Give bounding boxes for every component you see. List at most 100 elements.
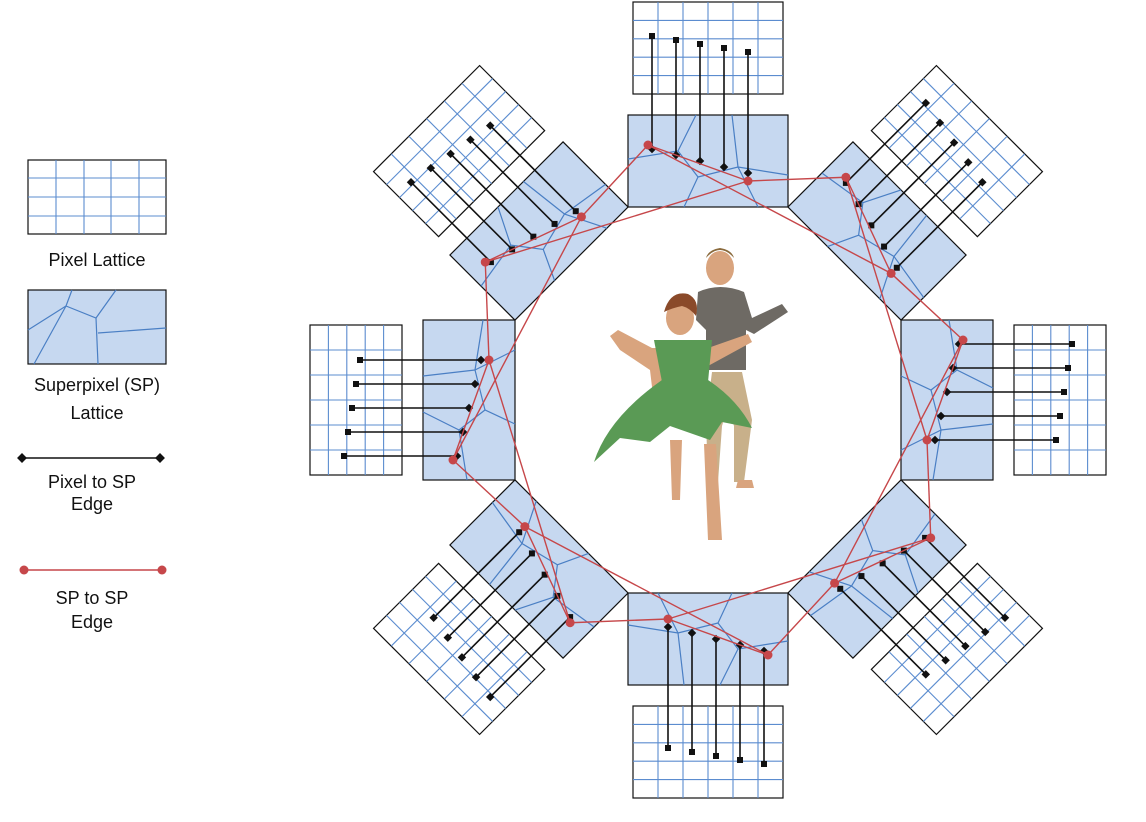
sp-to-sp-edge	[580, 144, 649, 218]
pixel-to-sp-edge	[469, 139, 556, 225]
lattice-col-line	[888, 651, 955, 718]
pixel-node	[1069, 341, 1075, 347]
pixel-to-sp-edge	[882, 562, 966, 647]
lattice-col-line	[923, 118, 990, 185]
sp-to-sp-edge	[767, 582, 836, 656]
sp-to-sp-edge	[833, 339, 964, 584]
sp-node	[922, 534, 929, 541]
sp-to-sp-edge	[452, 216, 583, 461]
sp-node	[487, 259, 494, 266]
superpixel-boundary	[474, 349, 516, 371]
pixel-to-sp-edge	[924, 537, 1006, 619]
pixel-to-sp-edge	[450, 153, 534, 238]
sp-to-sp-edge	[926, 439, 932, 538]
superpixel-panel	[627, 592, 789, 686]
superpixel-boundary	[879, 256, 895, 300]
pixel-node	[737, 757, 743, 763]
pixel-node	[713, 753, 719, 759]
legend-pixel-to-sp-label-2: Edge	[71, 494, 113, 514]
pixel-to-sp-edge	[870, 142, 955, 226]
legend-sp-to-sp-edge-icon	[19, 565, 167, 575]
legend-superpixel-lattice-icon	[27, 289, 167, 365]
superpixel-boundary	[808, 571, 852, 587]
pixel-node	[649, 33, 655, 39]
lattice-col-line	[443, 633, 510, 700]
pixel-to-sp-edge	[489, 616, 571, 698]
superpixel-boundary	[737, 166, 759, 208]
pixel-node	[697, 41, 703, 47]
legend-sp-lattice-label-2: Lattice	[70, 403, 123, 423]
superpixel-boundary	[731, 114, 739, 168]
pixel-to-sp-edge	[896, 181, 983, 269]
sp-node	[572, 208, 579, 215]
superpixel-boundary	[677, 632, 685, 686]
lattice-col-line	[461, 82, 528, 149]
sp-to-sp-edge	[484, 262, 490, 361]
superpixel-boundary	[940, 423, 994, 431]
sp-node	[530, 233, 537, 240]
pixel-node	[457, 653, 467, 662]
lattice-col-line	[390, 153, 457, 220]
sp-node	[476, 355, 486, 365]
superpixel-boundary	[657, 592, 679, 634]
pixel-to-sp-edge	[475, 595, 558, 678]
pixel-node	[689, 749, 695, 755]
sp-to-sp-edge	[667, 537, 931, 620]
sp-node	[893, 264, 900, 271]
superpixel-boundary	[521, 500, 537, 544]
sp-to-sp-edge-ring	[452, 144, 964, 656]
sp-to-sp-edge	[452, 459, 526, 528]
pixel-node	[963, 158, 973, 167]
lattice-col-line	[923, 615, 990, 682]
superpixel-panel	[449, 479, 629, 659]
sp-to-sp-edge	[834, 537, 932, 584]
pixel-node	[1057, 413, 1063, 419]
sp-node	[528, 550, 535, 557]
pixel-to-sp-edge	[410, 181, 492, 263]
lattice-col-line	[408, 598, 475, 665]
sp-to-sp-edge	[452, 359, 490, 461]
lattice-col-line	[426, 615, 493, 682]
lattice-col-line	[443, 100, 510, 167]
pixel-to-sp-edge	[903, 550, 986, 633]
sp-to-sp-edge	[524, 525, 769, 656]
sp-to-sp-edge	[484, 216, 582, 263]
pixel-node	[745, 49, 751, 55]
pixel-node	[721, 45, 727, 51]
legend: Pixel Lattice Superpixel (SP) Lattice Pi…	[17, 159, 167, 632]
pixel-to-sp-edge	[489, 125, 577, 212]
pixel-node	[761, 761, 767, 767]
legend-sp-to-sp-label-1: SP to SP	[56, 588, 129, 608]
pixel-node	[341, 453, 347, 459]
dancers-photo-icon	[594, 248, 788, 540]
pixel-node	[1061, 389, 1067, 395]
woman-figure	[594, 293, 752, 540]
sp-to-sp-edge	[667, 618, 769, 656]
pixel-to-sp-edge	[461, 574, 546, 658]
lattice-col-line	[461, 651, 528, 718]
sp-to-sp-edge	[647, 144, 892, 275]
pixel-node	[466, 135, 475, 145]
sp-node	[470, 379, 480, 389]
sp-node	[837, 585, 844, 592]
superpixel-panel	[787, 141, 967, 321]
pixel-to-sp-edge	[860, 575, 947, 661]
legend-pixel-lattice-icon	[27, 159, 167, 235]
pixel-node	[345, 429, 351, 435]
pixel-to-sp-edge	[845, 102, 927, 184]
superpixel-boundary	[564, 213, 608, 229]
superpixel-boundary	[523, 181, 565, 215]
superpixel-panel	[787, 479, 967, 659]
superpixel-boundary	[422, 369, 476, 377]
superpixel-boundary	[489, 543, 523, 585]
pixel-node	[1065, 365, 1071, 371]
pixel-to-sp-edge	[433, 531, 520, 619]
superpixel-boundary	[893, 215, 927, 257]
lattice-col-line	[959, 580, 1026, 647]
legend-pixel-lattice-label: Pixel Lattice	[48, 250, 145, 270]
superpixel-boundary	[851, 585, 893, 619]
camera-view-2	[787, 64, 1044, 321]
legend-sp-lattice-label-1: Superpixel (SP)	[34, 375, 160, 395]
lattice-col-line	[959, 153, 1026, 220]
